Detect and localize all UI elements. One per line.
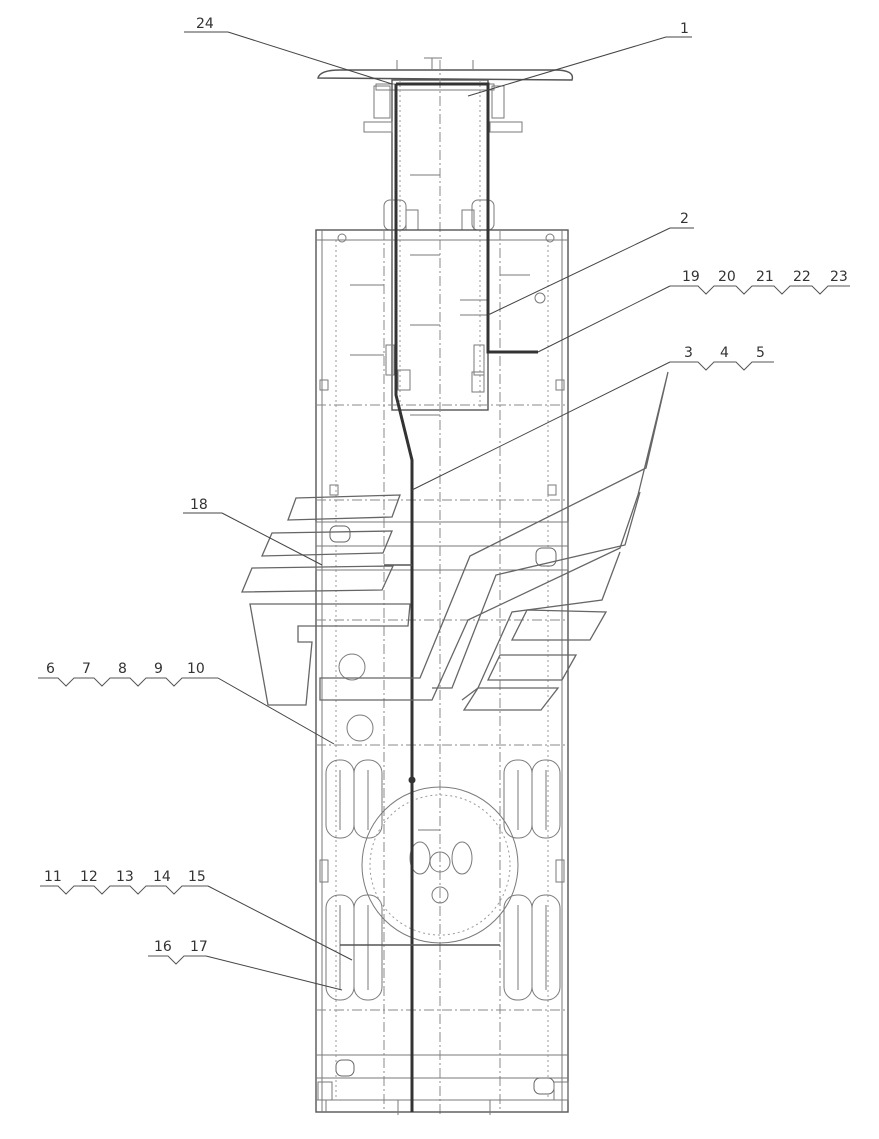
callout-16: 16: [154, 939, 172, 955]
callout-7: 7: [82, 661, 91, 677]
callout-15: 15: [188, 869, 206, 885]
rear-end: [317, 1059, 569, 1115]
callout-2: 2: [680, 211, 689, 227]
callout-4: 4: [720, 345, 729, 361]
callout-labels: 24 1 2 19 20 21 22 23 3 4 5 18 6 7 8 9 1…: [44, 16, 848, 955]
callout-24: 24: [196, 16, 214, 32]
callout-23: 23: [830, 269, 848, 285]
callout-3: 3: [684, 345, 693, 361]
callout-1: 1: [680, 21, 689, 37]
callout-18: 18: [190, 497, 208, 513]
callout-9: 9: [154, 661, 163, 677]
air-reservoirs: [338, 653, 374, 742]
callout-20: 20: [718, 269, 736, 285]
callout-14: 14: [153, 869, 171, 885]
callout-6: 6: [46, 661, 55, 677]
callout-22: 22: [793, 269, 811, 285]
callout-11: 11: [44, 869, 62, 885]
main-frame: [315, 229, 569, 1113]
main-air-line: [340, 82, 538, 1112]
callout-13: 13: [116, 869, 134, 885]
callout-5: 5: [756, 345, 765, 361]
wheel-sets: [319, 759, 565, 1001]
callout-leaders: [38, 31, 850, 991]
callout-21: 21: [756, 269, 774, 285]
turntable: [361, 786, 519, 944]
callout-8: 8: [118, 661, 127, 677]
callout-10: 10: [187, 661, 205, 677]
watermark-logo: [241, 371, 669, 711]
callout-12: 12: [80, 869, 98, 885]
callout-17: 17: [190, 939, 208, 955]
callout-19: 19: [682, 269, 700, 285]
neck-frame: [363, 60, 523, 1115]
